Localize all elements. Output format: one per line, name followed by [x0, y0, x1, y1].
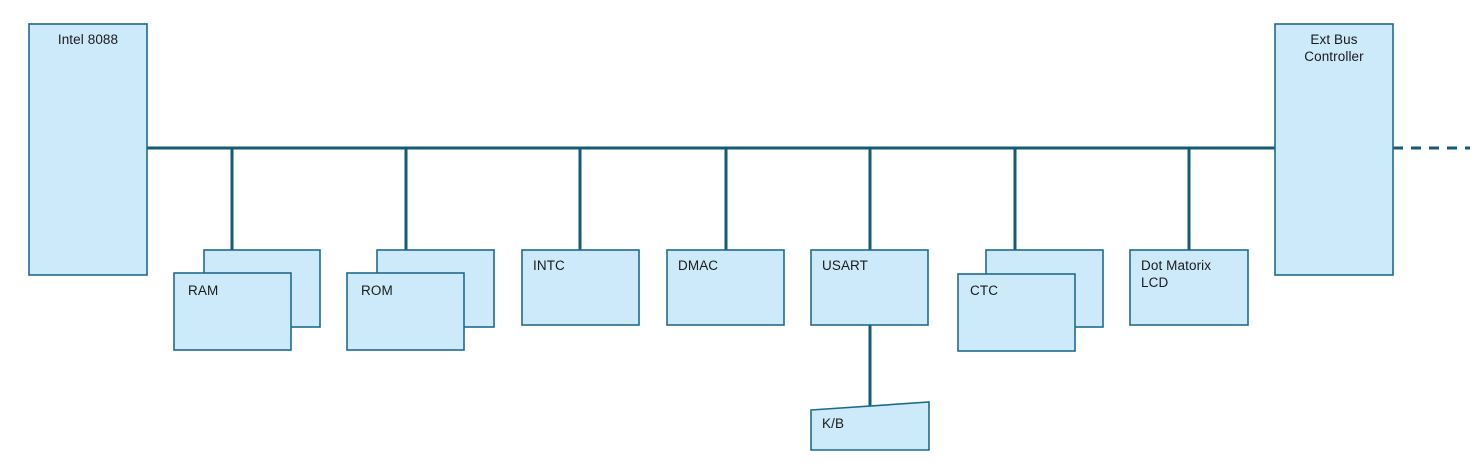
- node-box-ram-front[interactable]: [173, 272, 292, 351]
- node-box-ctc-front[interactable]: [957, 273, 1076, 352]
- node-shapes-layer: [28, 23, 1394, 451]
- node-box-keyboard[interactable]: [810, 401, 930, 451]
- node-box-cpu[interactable]: [28, 23, 148, 276]
- node-box-rom-front[interactable]: [346, 272, 465, 351]
- node-box-dmac[interactable]: [666, 249, 785, 326]
- node-box-lcd[interactable]: [1129, 249, 1249, 326]
- node-box-usart[interactable]: [810, 249, 929, 326]
- node-box-extbus[interactable]: [1274, 23, 1394, 276]
- node-box-intc[interactable]: [521, 249, 640, 326]
